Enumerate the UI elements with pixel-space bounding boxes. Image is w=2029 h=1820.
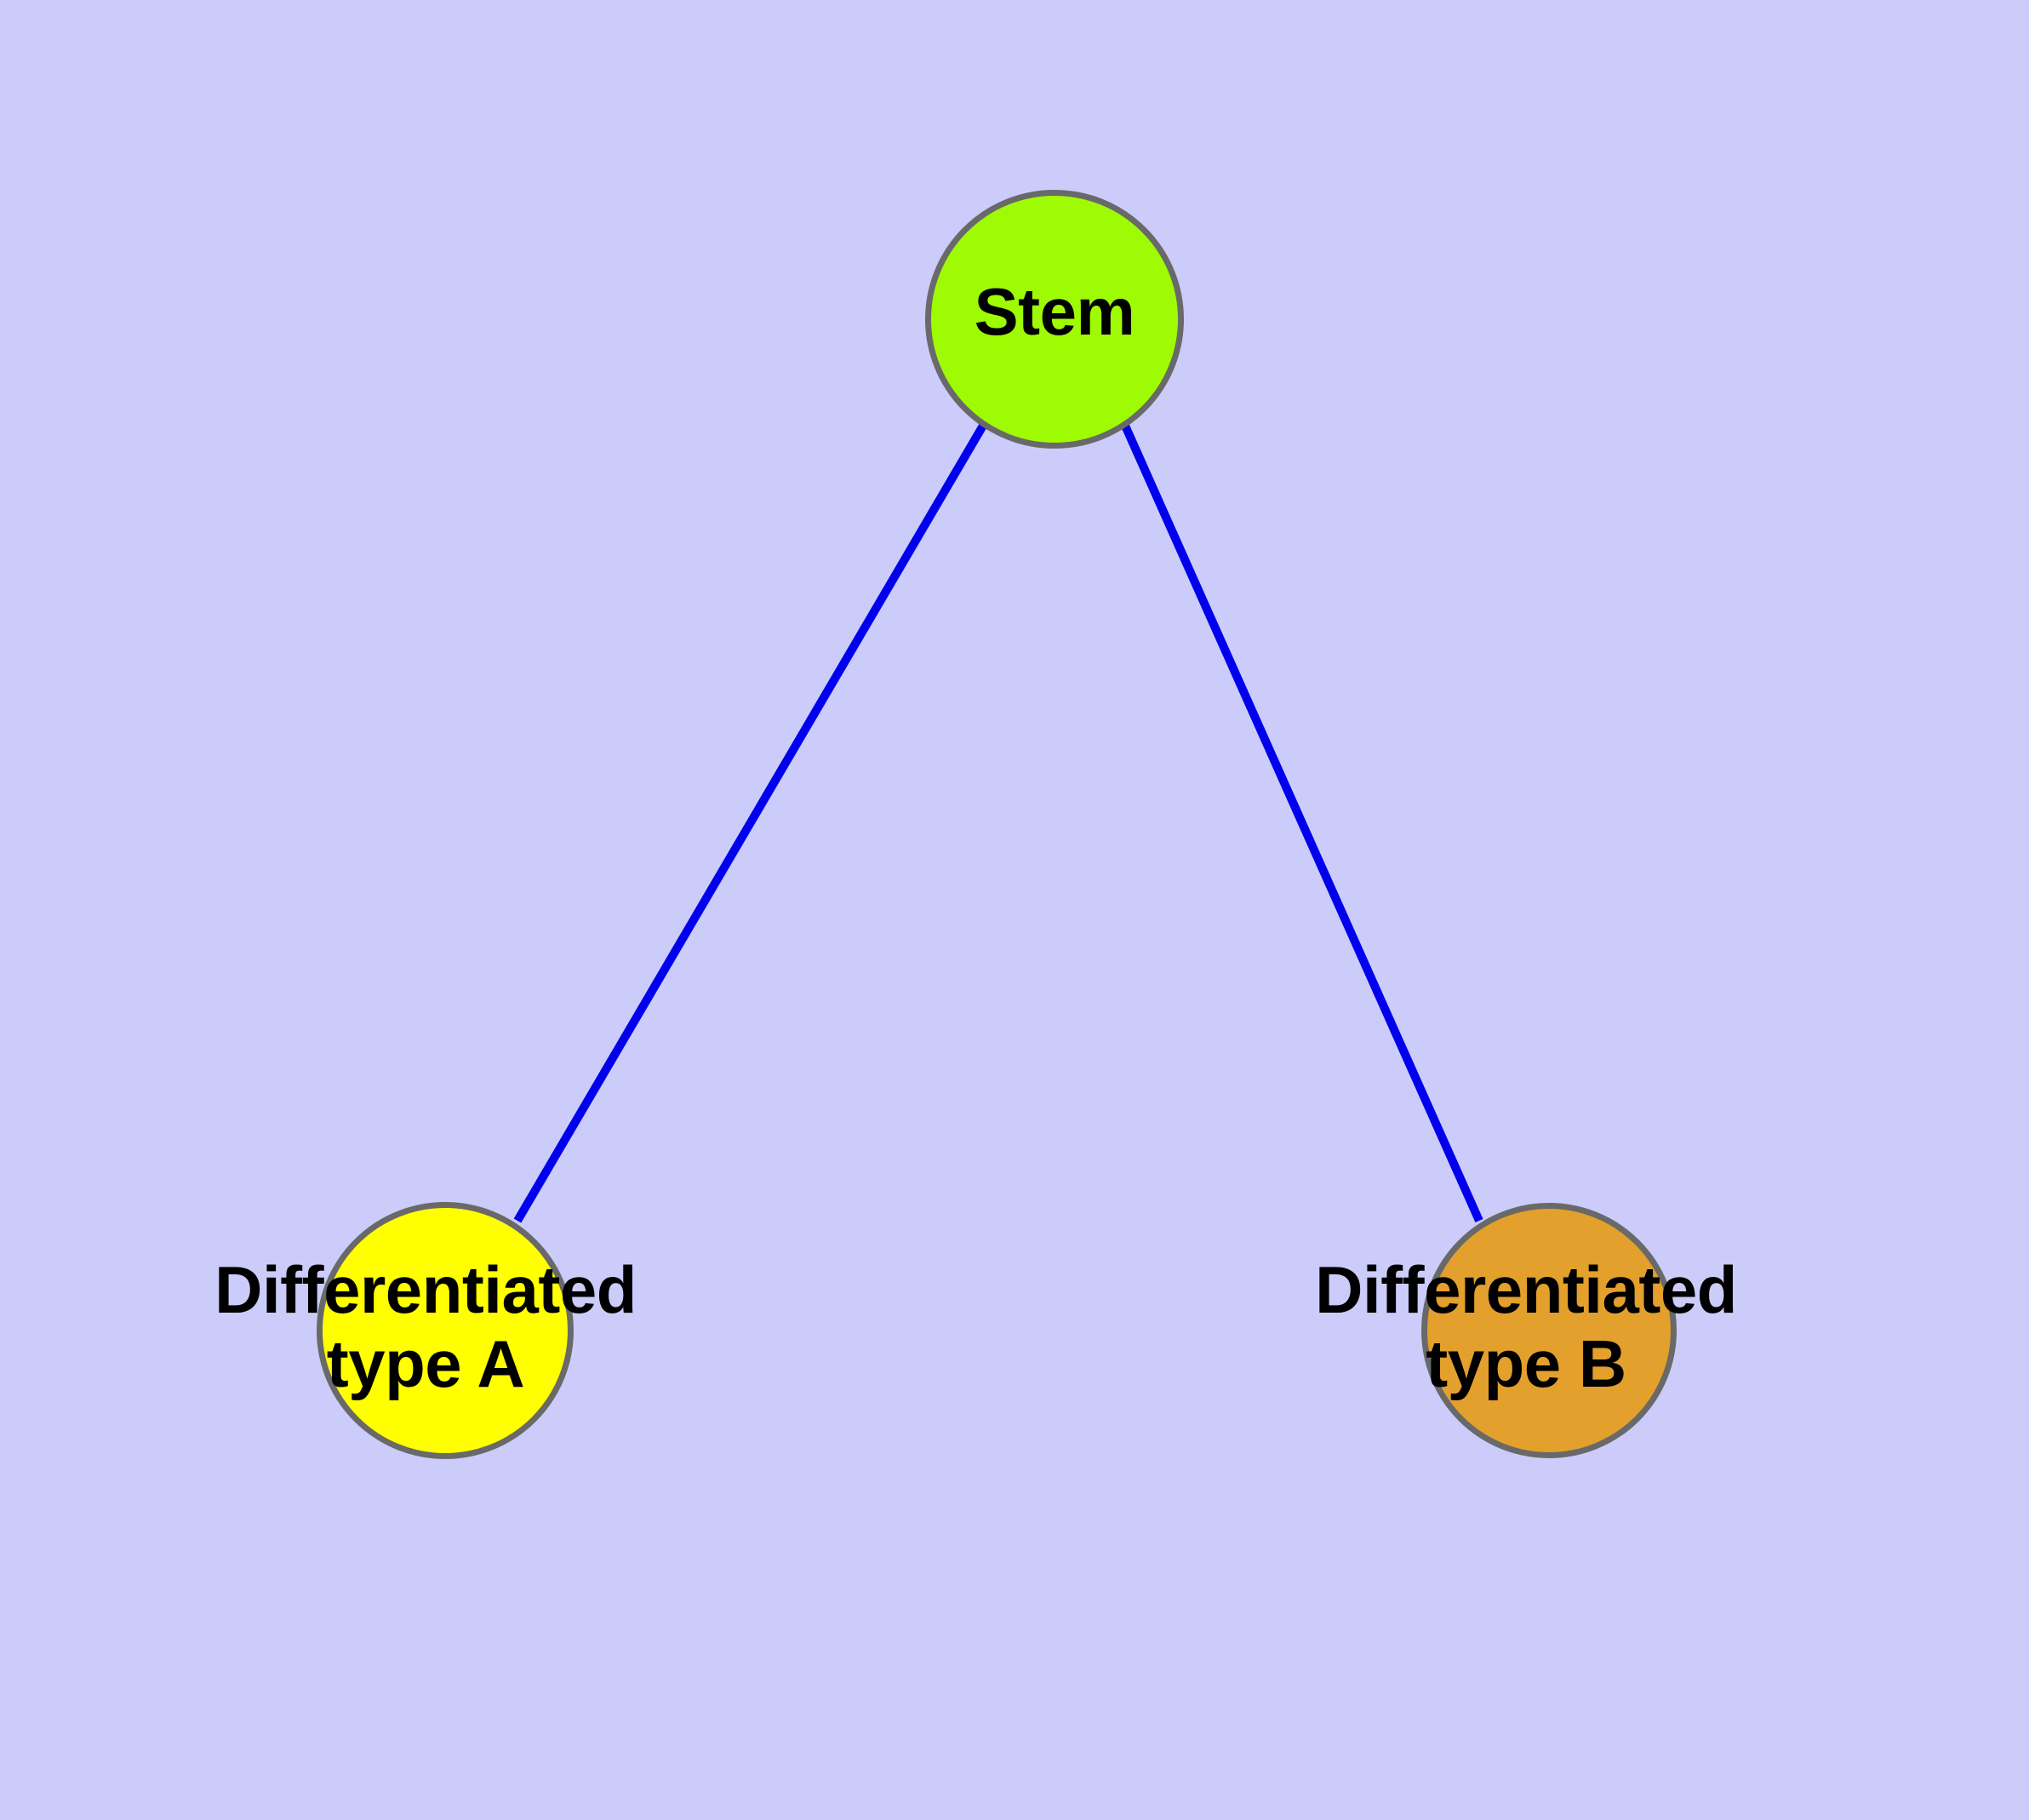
- node-stem[interactable]: [925, 190, 1184, 449]
- edge-stem-to-diff-b: [1121, 423, 1483, 1223]
- node-differentiated-type-b[interactable]: [1421, 1203, 1677, 1458]
- edge-stem-to-diff-a: [513, 423, 987, 1223]
- node-differentiated-type-a[interactable]: [317, 1202, 574, 1459]
